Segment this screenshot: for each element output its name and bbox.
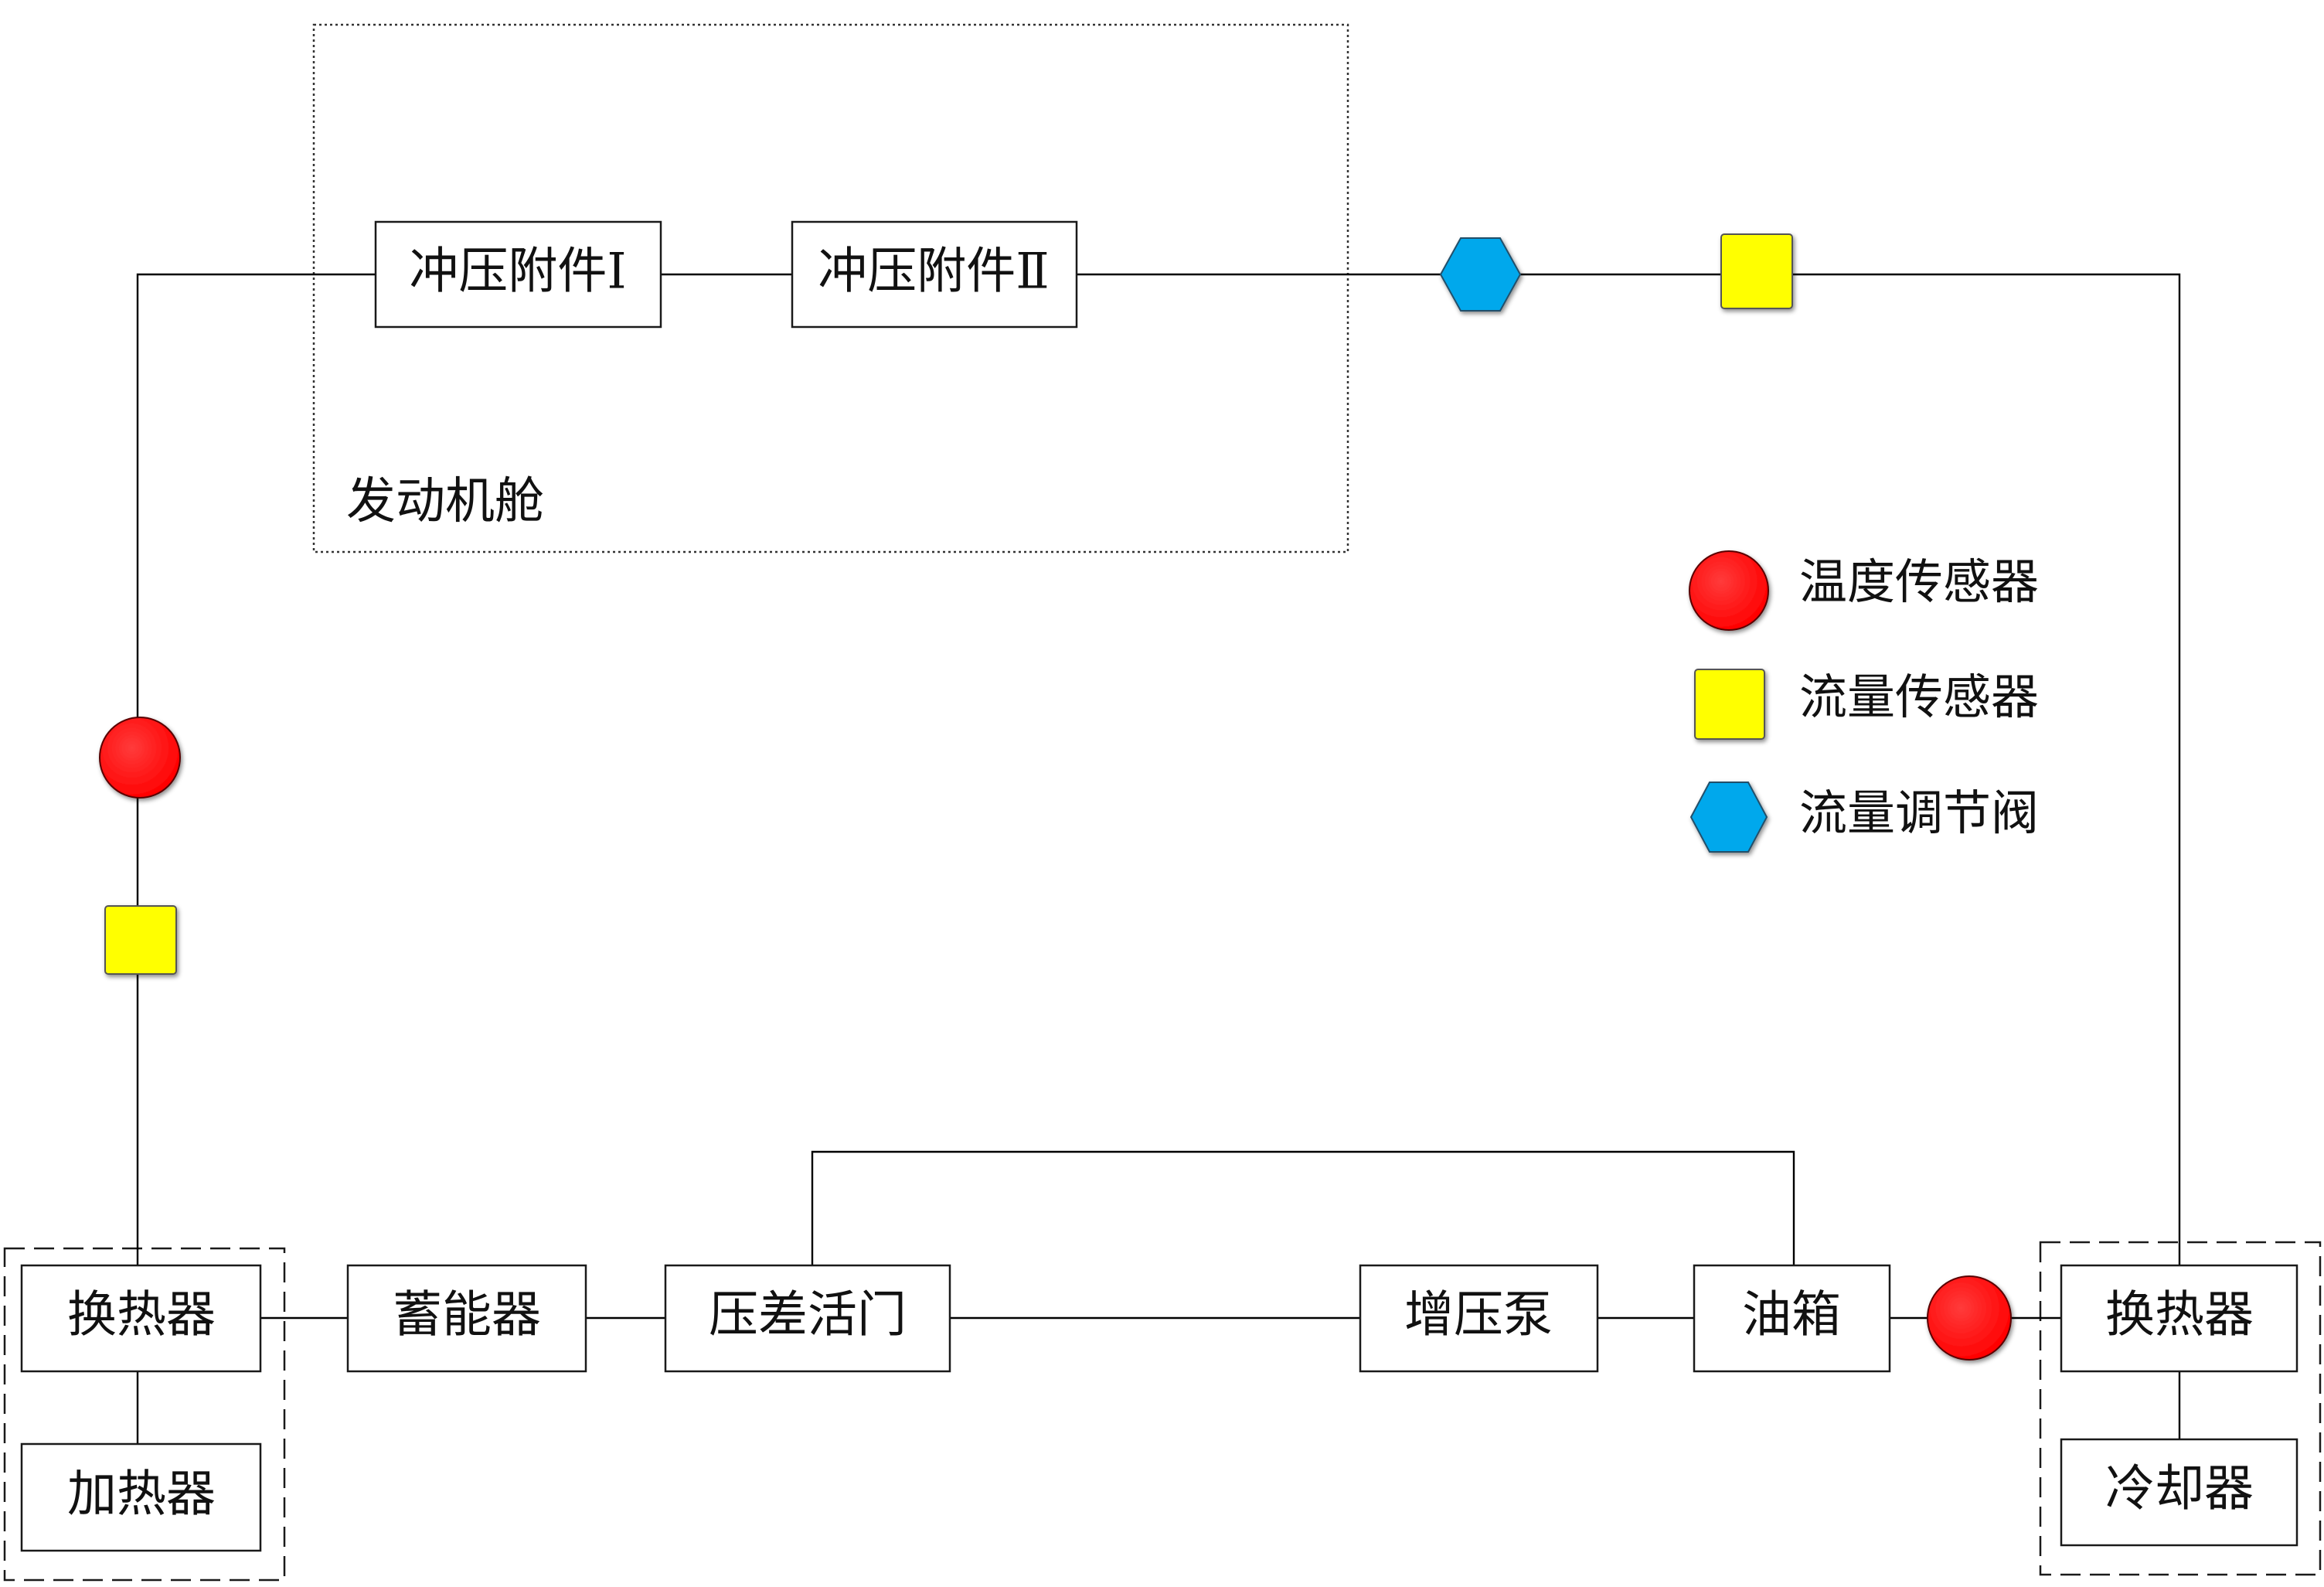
legend-flow-sensor-label: 流量传感器: [1799, 669, 2039, 725]
ram-accessory-2: 冲压附件Ⅱ: [791, 220, 1078, 329]
legend-flow-sensor-icon: [1694, 669, 1765, 740]
legend-flow-valve-label: 流量调节阀: [1799, 785, 2039, 841]
right-exchanger-group: [2039, 1241, 2322, 1576]
ram-accessory-1-label: 冲压附件Ⅰ: [409, 243, 626, 301]
bypass-line: [811, 1150, 1795, 1265]
cooler-label: 冷却器: [2105, 1461, 2254, 1518]
temperature-sensor-right: [1927, 1275, 2012, 1361]
accumulator: 蓄能器: [346, 1264, 587, 1373]
flow-sensor-top: [1720, 233, 1793, 309]
differential-pressure-valve: 压差活门: [664, 1264, 951, 1373]
flow-valve-top: [1439, 237, 1522, 312]
top-return-line: [1077, 273, 2181, 1265]
oil-tank-label: 油箱: [1742, 1287, 1841, 1344]
legend-temperature-label: 温度传感器: [1799, 553, 2039, 610]
legend-temperature-icon: [1689, 550, 1769, 631]
ram-accessory-2-label: 冲压附件Ⅱ: [818, 243, 1050, 301]
engine-bay-enclosure: [312, 23, 1349, 553]
cooler: 冷却器: [2060, 1438, 2298, 1547]
heat-exchanger-left-label: 换热器: [67, 1287, 216, 1344]
booster-pump: 增压泵: [1359, 1264, 1599, 1373]
temperature-sensor-left: [99, 717, 181, 799]
engine-bay-label: 发动机舱: [346, 473, 544, 530]
flow-sensor-left: [104, 905, 177, 975]
oil-tank: 油箱: [1693, 1264, 1891, 1373]
left-exchanger-group: [3, 1247, 286, 1582]
heat-exchanger-right-label: 换热器: [2105, 1287, 2254, 1344]
differential-pressure-valve-label: 压差活门: [709, 1287, 907, 1344]
ram-accessory-1: 冲压附件Ⅰ: [374, 220, 662, 329]
accumulator-label: 蓄能器: [393, 1287, 541, 1344]
heater-label: 加热器: [67, 1466, 216, 1524]
legend-flow-valve-icon: [1689, 782, 1768, 853]
heat-exchanger-left: 换热器: [20, 1264, 262, 1373]
legend: 温度传感器 流量传感器 流量调节阀: [1689, 550, 2039, 853]
booster-pump-label: 增压泵: [1404, 1287, 1553, 1344]
heat-exchanger-right: 换热器: [2060, 1264, 2298, 1373]
heater: 加热器: [20, 1442, 262, 1552]
